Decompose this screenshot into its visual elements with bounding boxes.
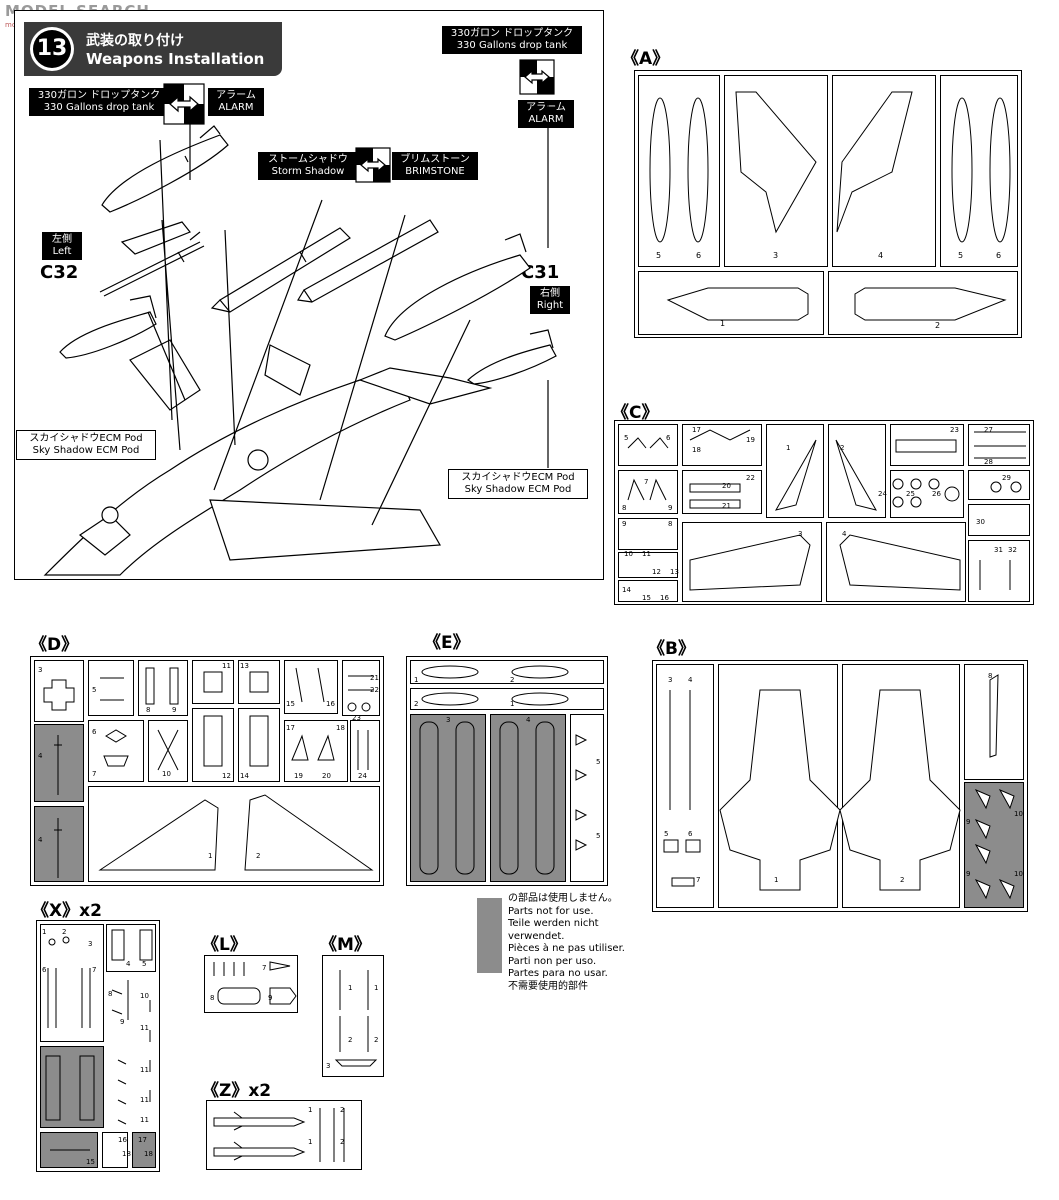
- sprue-d-cell-6-7: [88, 720, 144, 782]
- sprue-x-cell-17: [132, 1132, 156, 1168]
- sprue-c-cell-1: [766, 424, 824, 518]
- sprue-d-title: 《D》: [30, 635, 79, 655]
- sprue-c-cell-2: [828, 424, 886, 518]
- sprue-a-cell-tanks-right: [940, 75, 1018, 267]
- sprue-a-cell-3: [724, 75, 828, 267]
- sprue-c-cell-20-22: [682, 470, 762, 514]
- sprue-c-cell-31-32: [968, 540, 1030, 602]
- sprue-b-cell-8: [964, 664, 1024, 780]
- sprue-e-cell-1-2-top: [410, 660, 604, 684]
- sprue-e-cell-3: [410, 714, 486, 882]
- sprue-d-cell-3: [34, 660, 84, 722]
- sprue-x-cell-4-5: [106, 924, 156, 972]
- sprue-d-cell-21-23: [342, 660, 380, 716]
- sprue-e-title: 《E》: [424, 633, 470, 653]
- sprue-x-cell-lower-left: [40, 1046, 104, 1128]
- sprue-l-title: 《L》: [202, 935, 247, 955]
- legend-en: Parts not for use.: [508, 905, 594, 917]
- sprue-c-cell-17-19: [682, 424, 762, 466]
- sprue-m-title: 《M》: [320, 935, 371, 955]
- c32-label: C32: [40, 262, 79, 283]
- sprue-x-cell-15: [40, 1132, 98, 1168]
- sprue-d-cell-4-top: [34, 724, 84, 802]
- unused-parts-legend: の部品は使用しません。 Parts not for use. Teile wer…: [508, 893, 658, 993]
- sprue-z-frame: [206, 1100, 362, 1170]
- sprue-c-cell-7-8: [618, 470, 678, 514]
- sprue-c-cell-24-26: [890, 470, 964, 518]
- sprue-d-cell-17-20: [284, 720, 348, 782]
- sprue-b-cell-2: [842, 664, 960, 908]
- step-number-circle: 13: [33, 30, 71, 68]
- sprue-d-cell-1-2: [88, 786, 380, 882]
- sprue-b-cell-9-10: [964, 782, 1024, 908]
- legend-it: Parti non per uso.: [508, 955, 597, 967]
- sprue-x-cell-upper: [40, 924, 104, 1042]
- c31-label: C31: [521, 262, 560, 283]
- sprue-d-cell-11: [192, 660, 234, 704]
- sprue-m-frame: [322, 955, 384, 1077]
- sprue-c-cell-9-8: [618, 518, 678, 550]
- sprue-x-cell-16: [102, 1132, 128, 1168]
- sprue-c-cell-23: [890, 424, 964, 466]
- step-title-jp: 武装の取り付け: [86, 33, 184, 49]
- sprue-x-title: 《X》x2: [32, 901, 102, 921]
- sprue-z-title: 《Z》x2: [202, 1081, 272, 1101]
- sprue-d-cell-14: [238, 708, 280, 782]
- sprue-d-cell-4-bottom: [34, 806, 84, 882]
- sprue-e-cell-2-1-bottom: [410, 688, 604, 710]
- sprue-b-cell-3-4: [656, 664, 714, 908]
- sprue-d-cell-5: [88, 660, 134, 716]
- unused-parts-swatch: [477, 898, 502, 973]
- sprue-d-cell-12: [192, 708, 234, 782]
- sprue-e-cell-4: [490, 714, 566, 882]
- sprue-d-cell-10: [148, 720, 188, 782]
- sprue-l-frame: [204, 955, 298, 1013]
- sprue-c-cell-29: [968, 470, 1030, 500]
- sprue-a-cell-tanks-left: [638, 75, 720, 267]
- sprue-a-cell-1: [638, 271, 824, 335]
- sprue-a-cell-2: [828, 271, 1018, 335]
- sprue-b-cell-1: [718, 664, 838, 908]
- step-title-en: Weapons Installation: [86, 50, 265, 68]
- sprue-c-cell-14-16: [618, 580, 678, 602]
- sprue-a-title: 《A》: [622, 49, 670, 69]
- sprue-c-cell-30: [968, 504, 1030, 536]
- legend-es: Partes para no usar.: [508, 968, 608, 979]
- legend-zh: 不需要使用的部件: [508, 980, 588, 992]
- sprue-d-cell-15-16: [284, 660, 338, 714]
- legend-de: Teile werden nicht verwendet.: [508, 918, 599, 942]
- legend-fr: Pièces à ne pas utiliser.: [508, 943, 625, 954]
- sprue-c-cell-4: [826, 522, 966, 602]
- sprue-b-title: 《B》: [648, 639, 695, 659]
- sprue-c-title: 《C》: [612, 403, 659, 423]
- sprue-d-cell-13: [238, 660, 280, 704]
- sprue-d-cell-8-9: [138, 660, 188, 716]
- sprue-c-cell-3: [682, 522, 822, 602]
- sprue-d-cell-24: [350, 720, 380, 782]
- sprue-a-cell-4: [832, 75, 936, 267]
- sprue-c-cell-10-13: [618, 552, 678, 578]
- sprue-e-cell-5: [570, 714, 604, 882]
- legend-jp: の部品は使用しません。: [508, 893, 618, 904]
- sprue-c-cell-27-28: [968, 424, 1030, 466]
- sprue-c-cell-5-6: [618, 424, 678, 466]
